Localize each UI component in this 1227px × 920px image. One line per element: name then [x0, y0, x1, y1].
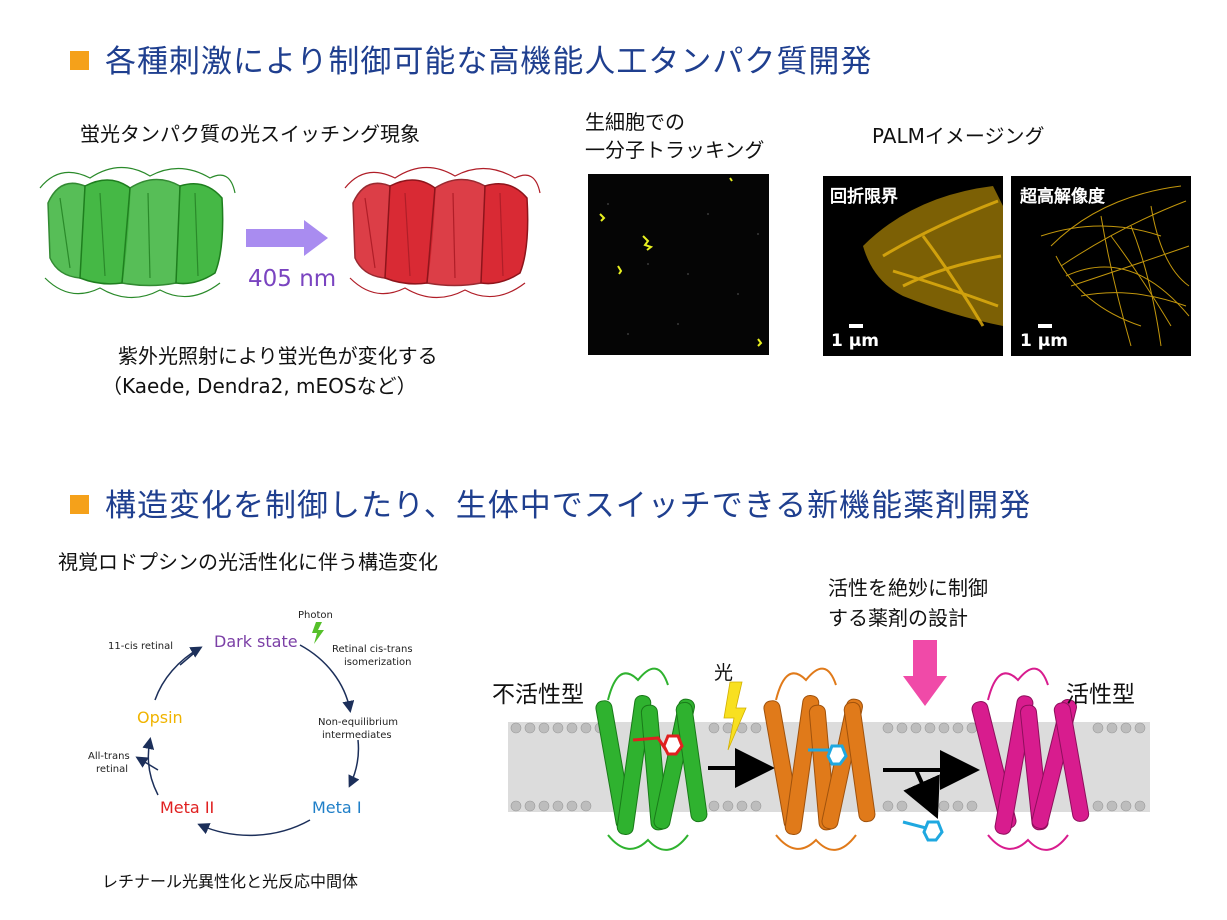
light-label: 光	[714, 662, 734, 684]
section1-title: 各種刺激により制御可能な高機能人工タンパク質開発	[70, 36, 872, 81]
meta1-label: Meta I	[312, 798, 362, 817]
drug-label-line1: 活性を絶妙に制御	[828, 576, 988, 600]
drug-label-line2: する薬剤の設計	[828, 606, 968, 630]
tracking-title-line1: 生細胞での	[585, 110, 685, 134]
photon-label: Photon	[298, 610, 333, 621]
noneq-label-line2: intermediates	[322, 730, 392, 741]
alltrans-label-line2: retinal	[96, 764, 128, 775]
scale-label-left: 1 µm	[831, 331, 879, 351]
super-resolution-label: 超高解像度	[1020, 187, 1105, 207]
inactive-label: 不活性型	[492, 682, 584, 708]
alltrans-label-line1: All-trans	[88, 751, 130, 762]
noneq-label-line1: Non-equilibrium	[318, 717, 399, 728]
lightning-icon	[312, 622, 324, 644]
photocycle-diagram	[135, 622, 360, 837]
bullet-square-icon	[70, 51, 89, 70]
membrane-scene	[508, 667, 1150, 851]
opsin-label: Opsin	[137, 708, 183, 727]
section2-title: 構造変化を制御したり、生体中でスイッチできる新機能薬剤開発	[70, 480, 1031, 525]
scale-bar-right	[1038, 324, 1052, 328]
active-label: 活性型	[1066, 682, 1135, 708]
bullet-square-icon	[70, 495, 89, 514]
switch-caption-line1: 紫外光照射により蛍光色が変化する	[118, 344, 438, 368]
diffraction-limit-label: 回折限界	[830, 187, 898, 207]
switch-title: 蛍光タンパク質の光スイッチング現象	[80, 122, 420, 146]
switch-caption-line2: （Kaede, Dendra2, mEOSなど）	[102, 374, 417, 398]
violet-arrow-icon	[246, 220, 328, 256]
cis-trans-label-line1: Retinal cis-trans	[332, 644, 413, 655]
tracking-image	[588, 174, 769, 355]
scale-label-right: 1 µm	[1020, 331, 1068, 351]
dark-state-label: Dark state	[214, 632, 298, 651]
drug-arrow-icon	[903, 640, 947, 706]
rhodopsin-title: 視覚ロドプシンの光活性化に伴う構造変化	[58, 550, 438, 574]
scale-bar-left	[849, 324, 863, 328]
light-bolt-icon	[723, 681, 747, 751]
meta2-label: Meta II	[160, 798, 215, 817]
tracking-title-line2: 一分子トラッキング	[585, 138, 765, 162]
cis-trans-label-line2: isomerization	[344, 657, 412, 668]
cis11-label: 11-cis retinal	[108, 641, 173, 652]
green-protein-image	[39, 166, 236, 299]
wavelength-label: 405 nm	[248, 266, 337, 292]
palm-title: PALMイメージング	[872, 124, 1045, 148]
cycle-caption: レチナール光異性化と光反応中間体	[102, 872, 359, 891]
red-protein-image	[344, 166, 541, 299]
